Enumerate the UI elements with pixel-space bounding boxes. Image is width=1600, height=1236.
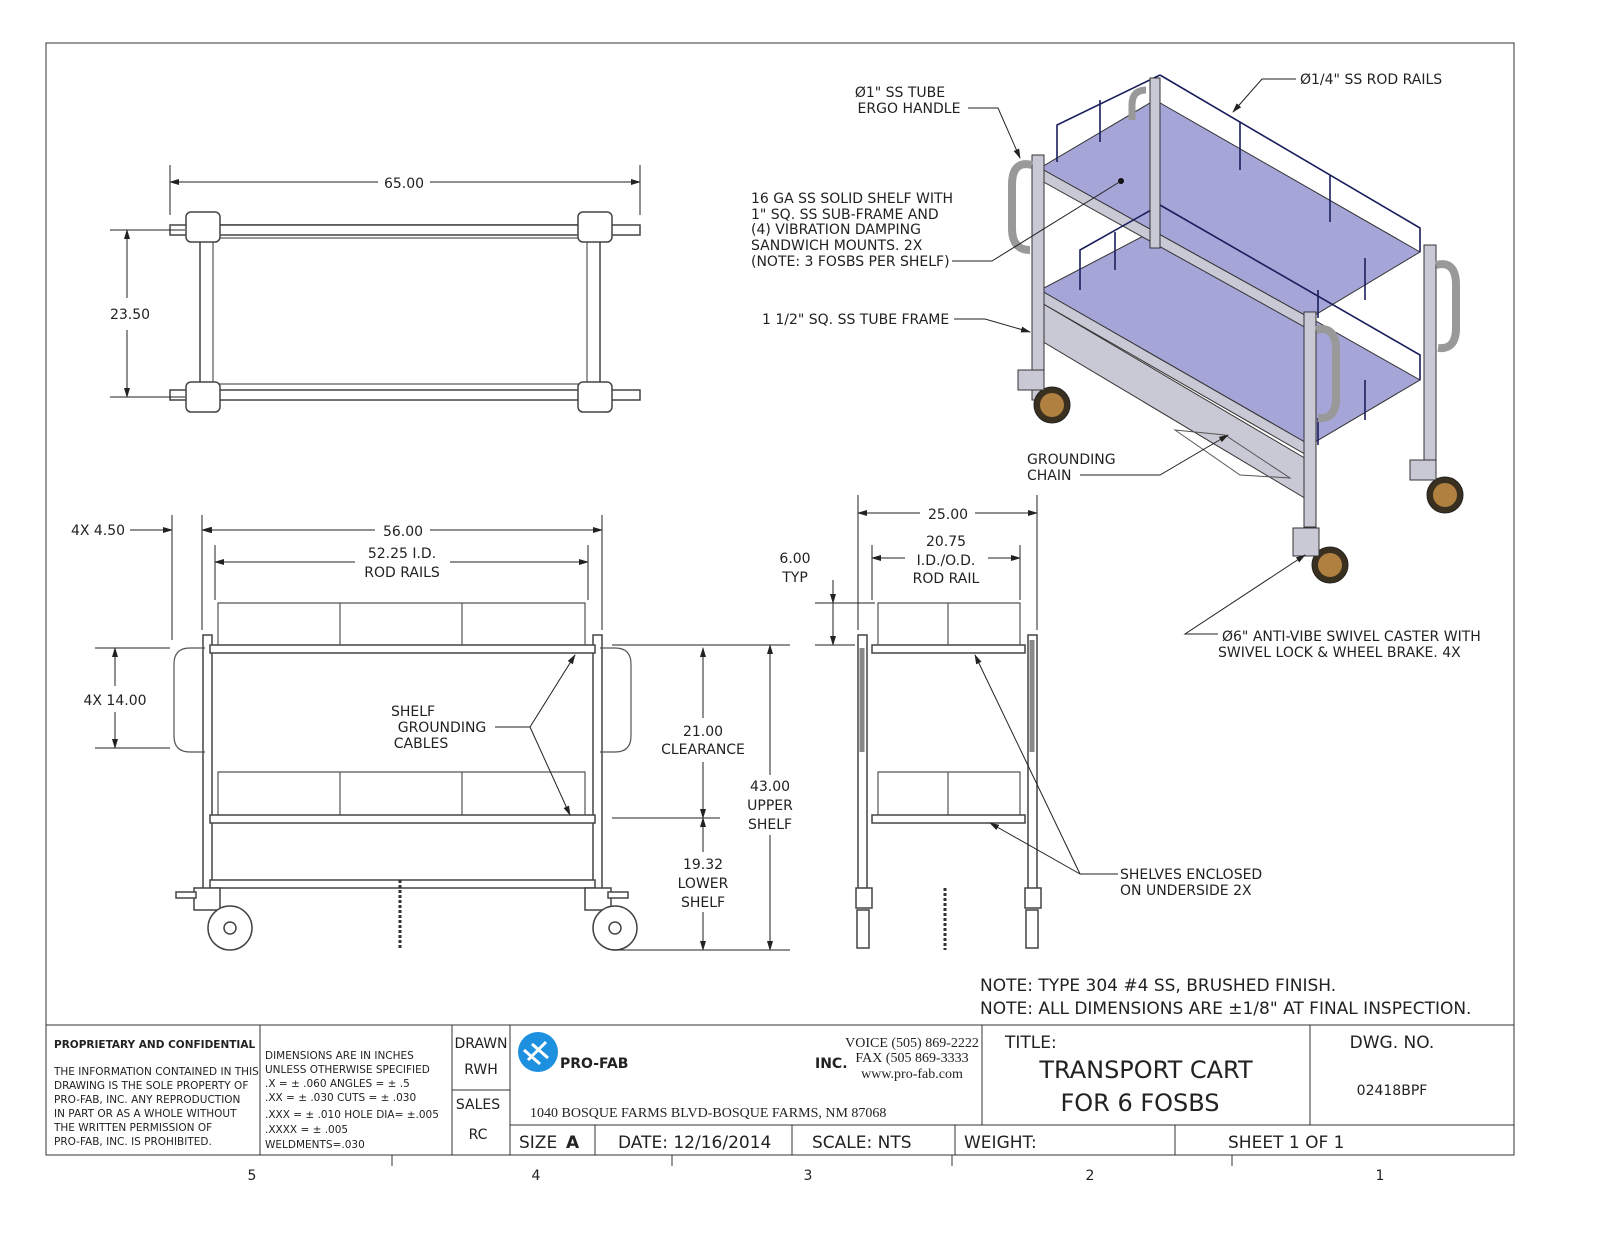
lower-shelf-dim: 19.32 xyxy=(683,857,723,873)
rails-callout: Ø1/4" SS ROD RAILS xyxy=(1300,72,1442,88)
pro-fab-logo: PRO-FAB INC. xyxy=(518,1032,848,1072)
address: 1040 BOSQUE FARMS BLVD-BOSQUE FARMS, NM … xyxy=(530,1106,886,1121)
tolerance-line: UNLESS OTHERWISE SPECIFIED xyxy=(265,1064,430,1076)
cables-label-1: SHELF xyxy=(391,704,435,720)
handle-dim: 4X 14.00 xyxy=(83,693,146,709)
shelf-callout-5: (NOTE: 3 FOSBS PER SHELF) xyxy=(751,254,950,270)
proprietary-line: PRO-FAB, INC. IS PROHIBITED. xyxy=(54,1136,212,1148)
proprietary-line: DRAWING IS THE SOLE PROPERTY OF xyxy=(54,1080,248,1092)
proprietary-line: IN PART OR AS A WHOLE WITHOUT xyxy=(54,1108,237,1120)
rail-dim: 52.25 I.D. xyxy=(368,546,436,562)
shelf-callout-1: 16 GA SS SOLID SHELF WITH xyxy=(751,191,953,207)
shelves-label-2: ON UNDERSIDE 2X xyxy=(1120,883,1252,899)
top-view: 65.00 23.50 xyxy=(110,165,641,413)
drawing-title-2: FOR 6 FOSBS xyxy=(1060,1089,1219,1117)
iso-view: Ø1" SS TUBE ERGO HANDLE Ø1/4" SS ROD RAI… xyxy=(751,72,1481,661)
zone-4: 4 xyxy=(532,1168,541,1184)
dwg-no-label: DWG. NO. xyxy=(1350,1033,1435,1053)
side-rail-label-2: ROD RAIL xyxy=(913,571,980,587)
rail-dim-label: ROD RAILS xyxy=(364,565,440,581)
company-name: PRO-FAB xyxy=(560,1056,628,1072)
chain-callout-1: GROUNDING xyxy=(1027,452,1116,468)
upper-shelf-label-2: SHELF xyxy=(748,817,792,833)
shelf-callout-3: (4) VIBRATION DAMPING xyxy=(751,222,921,238)
tolerance-line: .XXXX = ± .005 xyxy=(265,1124,348,1136)
zone-2: 2 xyxy=(1086,1168,1095,1184)
zone-1: 1 xyxy=(1376,1168,1385,1184)
drawn-label: DRAWN xyxy=(454,1036,507,1052)
weight: WEIGHT: xyxy=(964,1133,1037,1153)
tolerance-line: .XX = ± .030 CUTS = ± .030 xyxy=(265,1092,416,1104)
chain-callout-2: CHAIN xyxy=(1027,468,1071,484)
upper-shelf-label-1: UPPER xyxy=(747,798,793,814)
upper-shelf-dim: 43.00 xyxy=(750,779,790,795)
clearance-label: CLEARANCE xyxy=(661,742,745,758)
company-suffix: INC. xyxy=(815,1056,848,1072)
post-dim: 4X 4.50 xyxy=(71,523,125,539)
size-value: A xyxy=(566,1133,580,1153)
top-width-dim: 65.00 xyxy=(384,176,424,192)
clearance-dim: 21.00 xyxy=(683,724,723,740)
frame-callout: 1 1/2" SQ. SS TUBE FRAME xyxy=(762,312,949,328)
typ-label: TYP xyxy=(781,570,808,586)
shelf-callout-2: 1" SQ. SS SUB-FRAME AND xyxy=(751,207,939,223)
side-view: 25.00 20.75 I.D./O.D. ROD RAIL 6.00 TYP … xyxy=(779,495,1262,950)
zone-markers: 5 4 3 2 1 xyxy=(248,1155,1385,1184)
top-depth-dim: 23.50 xyxy=(110,307,150,323)
shelves-label-1: SHELVES ENCLOSED xyxy=(1120,867,1262,883)
side-rail-dim: 20.75 xyxy=(926,534,966,550)
side-width-dim: 25.00 xyxy=(928,507,968,523)
lower-shelf-label-1: LOWER xyxy=(678,876,729,892)
note-2: NOTE: ALL DIMENSIONS ARE ±1/8" AT FINAL … xyxy=(980,999,1471,1019)
typ-dim: 6.00 xyxy=(779,551,810,567)
cables-label-2: GROUNDING xyxy=(398,720,487,736)
front-view: 56.00 52.25 I.D. ROD RAILS 4X 4.50 4X 14… xyxy=(71,515,793,951)
drawn-value: RWH xyxy=(464,1062,498,1078)
sales-label: SALES xyxy=(456,1097,500,1113)
drawing-title-1: TRANSPORT CART xyxy=(1038,1056,1253,1084)
tolerance-line: WELDMENTS=.030 xyxy=(265,1139,365,1151)
proprietary-line: THE INFORMATION CONTAINED IN THIS xyxy=(53,1066,259,1078)
tolerance-line: DIMENSIONS ARE IN INCHES xyxy=(265,1050,414,1062)
handle-callout-1: Ø1" SS TUBE xyxy=(855,85,945,101)
zone-5: 5 xyxy=(248,1168,257,1184)
caster-callout-2: SWIVEL LOCK & WHEEL BRAKE. 4X xyxy=(1218,645,1461,661)
scale: SCALE: NTS xyxy=(812,1133,912,1153)
shelf-callout-4: SANDWICH MOUNTS. 2X xyxy=(751,238,923,254)
proprietary-line: PRO-FAB, INC. ANY REPRODUCTION xyxy=(54,1094,240,1106)
cables-label-3: CABLES xyxy=(394,736,449,752)
proprietary-line: THE WRITTEN PERMISSION OF xyxy=(53,1122,212,1134)
zone-3: 3 xyxy=(804,1168,813,1184)
fax-phone: FAX (505 869-3333 xyxy=(855,1051,968,1066)
dwg-no: 02418BPF xyxy=(1357,1083,1428,1099)
date: DATE: 12/16/2014 xyxy=(618,1133,771,1153)
side-rail-label-1: I.D./O.D. xyxy=(917,553,976,569)
voice-phone: VOICE (505) 869-2222 xyxy=(845,1036,979,1051)
title-label: TITLE: xyxy=(1004,1033,1057,1053)
sheet-border xyxy=(45,42,1515,1156)
sales-value: RC xyxy=(469,1127,488,1143)
lower-shelf-label-2: SHELF xyxy=(681,895,725,911)
tolerance-line: .X = ± .060 ANGLES = ± .5 xyxy=(265,1078,410,1090)
proprietary-title: PROPRIETARY AND CONFIDENTIAL xyxy=(54,1039,255,1051)
front-width-dim: 56.00 xyxy=(383,524,423,540)
tolerance-line: .XXX = ± .010 HOLE DIA= ±.005 xyxy=(265,1109,439,1121)
handle-callout-2: ERGO HANDLE xyxy=(858,101,961,117)
website: www.pro-fab.com xyxy=(861,1067,963,1082)
title-block: PROPRIETARY AND CONFIDENTIAL THE INFORMA… xyxy=(46,1024,1514,1155)
note-1: NOTE: TYPE 304 #4 SS, BRUSHED FINISH. xyxy=(980,976,1336,996)
size-label: SIZE xyxy=(519,1133,557,1153)
caster-callout-1: Ø6" ANTI-VIBE SWIVEL CASTER WITH xyxy=(1222,629,1481,645)
sheet-number: SHEET 1 OF 1 xyxy=(1228,1133,1344,1153)
